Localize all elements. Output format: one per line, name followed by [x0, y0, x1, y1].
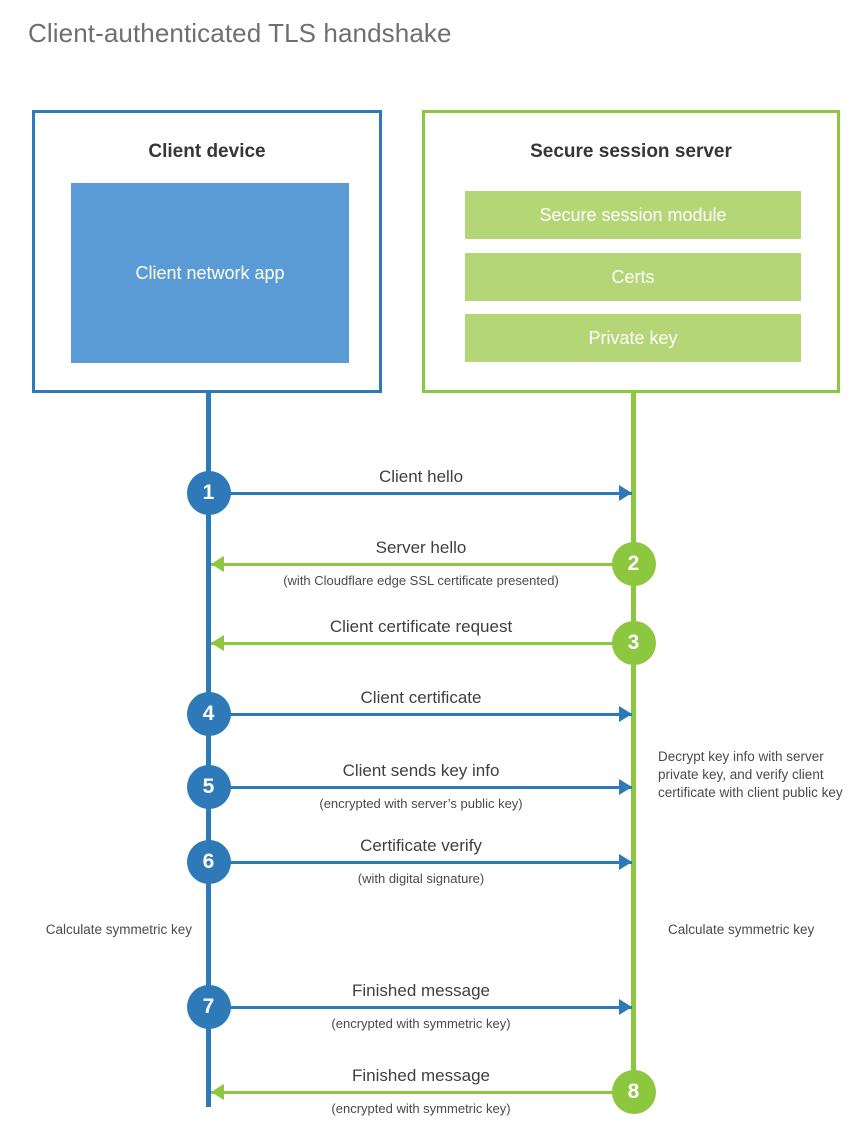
- secure-session-server-box: Secure session server Secure session mod…: [422, 110, 840, 393]
- message-label-step-8: Finished message: [352, 1066, 490, 1085]
- message-sublabel-step-6: (with digital signature): [357, 871, 485, 886]
- annotation-server-calculate-symmetric-key: Calculate symmetric key: [668, 922, 815, 937]
- arrow-head-step-5: [618, 779, 632, 795]
- step-circle-1[interactable]: 1: [186, 471, 231, 515]
- arrow-head-step-3: [210, 635, 224, 651]
- step-circle-5[interactable]: 5: [186, 765, 231, 809]
- arrow-line-step-1: [210, 491, 632, 495]
- message-sublabel-step-7: (encrypted with symmetric key): [331, 1016, 511, 1031]
- arrow-line-step-3: [210, 641, 632, 645]
- arrow-line-step-5: [210, 785, 632, 789]
- arrow-head-step-2: [210, 556, 224, 572]
- client-lifeline: [206, 393, 211, 1107]
- server-lifeline: [631, 393, 636, 1093]
- step-circle-7[interactable]: 7: [186, 985, 231, 1029]
- message-label-step-6: Certificate verify: [360, 836, 482, 855]
- arrow-head-step-6: [618, 854, 632, 870]
- arrow-line-step-4: [210, 712, 632, 716]
- arrow-line-step-6: [210, 860, 632, 864]
- step-circle-3[interactable]: 3: [611, 621, 656, 665]
- secure-session-server-title: Secure session server: [530, 141, 732, 162]
- arrow-head-step-1: [618, 485, 632, 501]
- message-label-step-3: Client certificate request: [329, 617, 513, 636]
- step-circle-8[interactable]: 8: [611, 1070, 656, 1114]
- message-label-step-4: Client certificate: [360, 688, 482, 707]
- arrow-line-step-8: [210, 1090, 632, 1094]
- arrow-head-step-8: [210, 1084, 224, 1100]
- page-title: Client-authenticated TLS handshake: [28, 18, 452, 48]
- arrow-line-step-7: [210, 1005, 632, 1009]
- arrow-head-step-4: [618, 706, 632, 722]
- step-circle-6[interactable]: 6: [186, 840, 231, 884]
- message-label-step-5: Client sends key info: [342, 761, 500, 780]
- server-module-secure-session-module: Secure session module: [465, 191, 801, 239]
- arrow-line-step-2: [210, 562, 632, 566]
- server-module-private-key: Private key: [465, 314, 801, 362]
- step-circle-4[interactable]: 4: [186, 692, 231, 736]
- message-sublabel-step-2: (with Cloudflare edge SSL certificate pr…: [283, 573, 559, 588]
- annotation-client-calculate-symmetric-key: Calculate symmetric key: [45, 922, 192, 937]
- arrow-head-step-7: [618, 999, 632, 1015]
- annotation-server-decrypt: Decrypt key info with server private key…: [658, 749, 843, 800]
- message-sublabel-step-5: (encrypted with server’s public key): [319, 796, 523, 811]
- message-label-step-2: Server hello: [375, 538, 467, 557]
- server-module-certs: Certs: [465, 253, 801, 301]
- message-label-step-7: Finished message: [352, 981, 490, 1000]
- step-circle-2[interactable]: 2: [611, 542, 656, 586]
- client-network-app-block: Client network app: [71, 183, 349, 363]
- client-device-box: Client device Client network app: [32, 110, 382, 393]
- message-sublabel-step-8: (encrypted with symmetric key): [331, 1101, 511, 1116]
- message-label-step-1: Client hello: [378, 467, 464, 486]
- client-device-title: Client device: [148, 141, 266, 162]
